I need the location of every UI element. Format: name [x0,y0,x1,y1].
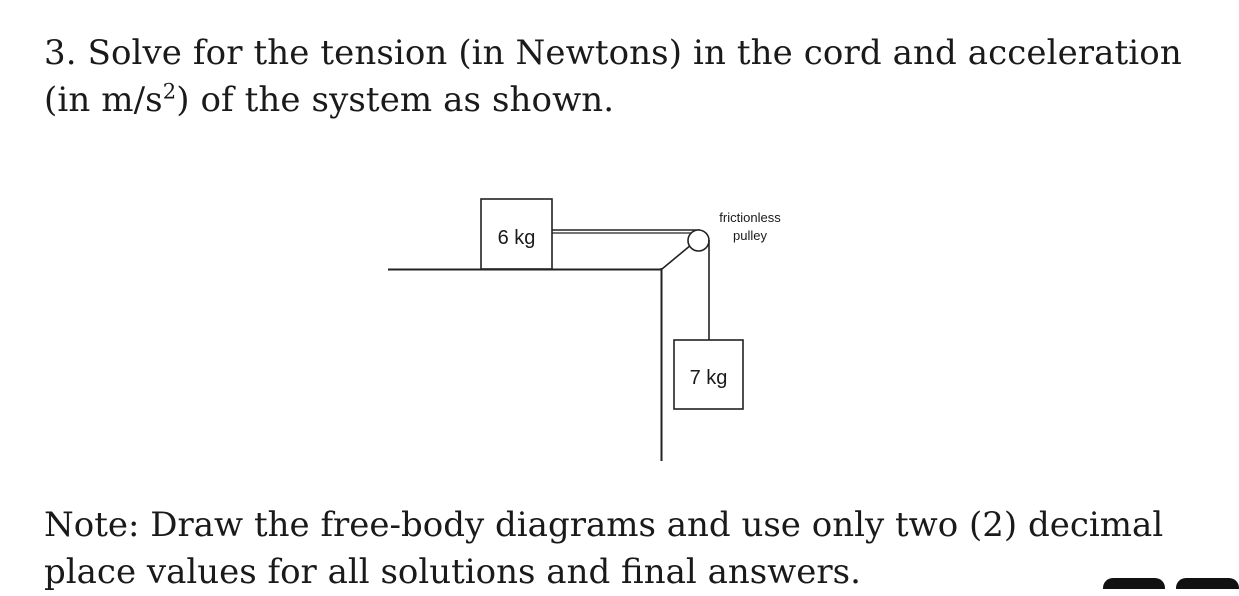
pulley [687,229,710,252]
block-6kg-label: 6 kg [498,227,536,249]
problem-line-1: 3. Solve for the tension (in Newtons) in… [44,30,1194,77]
problem-number: 3. [44,33,77,73]
cropped-shape-2 [1176,578,1239,589]
problem-text-line-2-post: ) of the system as shown. [176,80,615,120]
problem-statement: 3. Solve for the tension (in Newtons) in… [44,30,1194,124]
block-6kg [480,198,553,270]
block-7kg-label: 7 kg [690,367,728,389]
note-line-1: Note: Draw the free-body diagrams and us… [44,505,1164,545]
problem-text-line-1: Solve for the tension (in Newtons) in th… [87,33,1182,73]
cropped-shape-1 [1103,578,1165,589]
problem-line-2: (in m/s2) of the system as shown. [44,77,1194,124]
problem-text-line-2-pre: (in m/s [44,80,163,120]
note: Note: Draw the free-body diagrams and us… [44,502,1194,596]
note-line-2: place values for all solutions and final… [44,552,861,592]
pulley-label-line-2: pulley [733,228,767,243]
pulley-label-line-1: frictionless [719,210,781,225]
block-7kg [673,339,744,410]
units-exponent: 2 [162,78,177,104]
